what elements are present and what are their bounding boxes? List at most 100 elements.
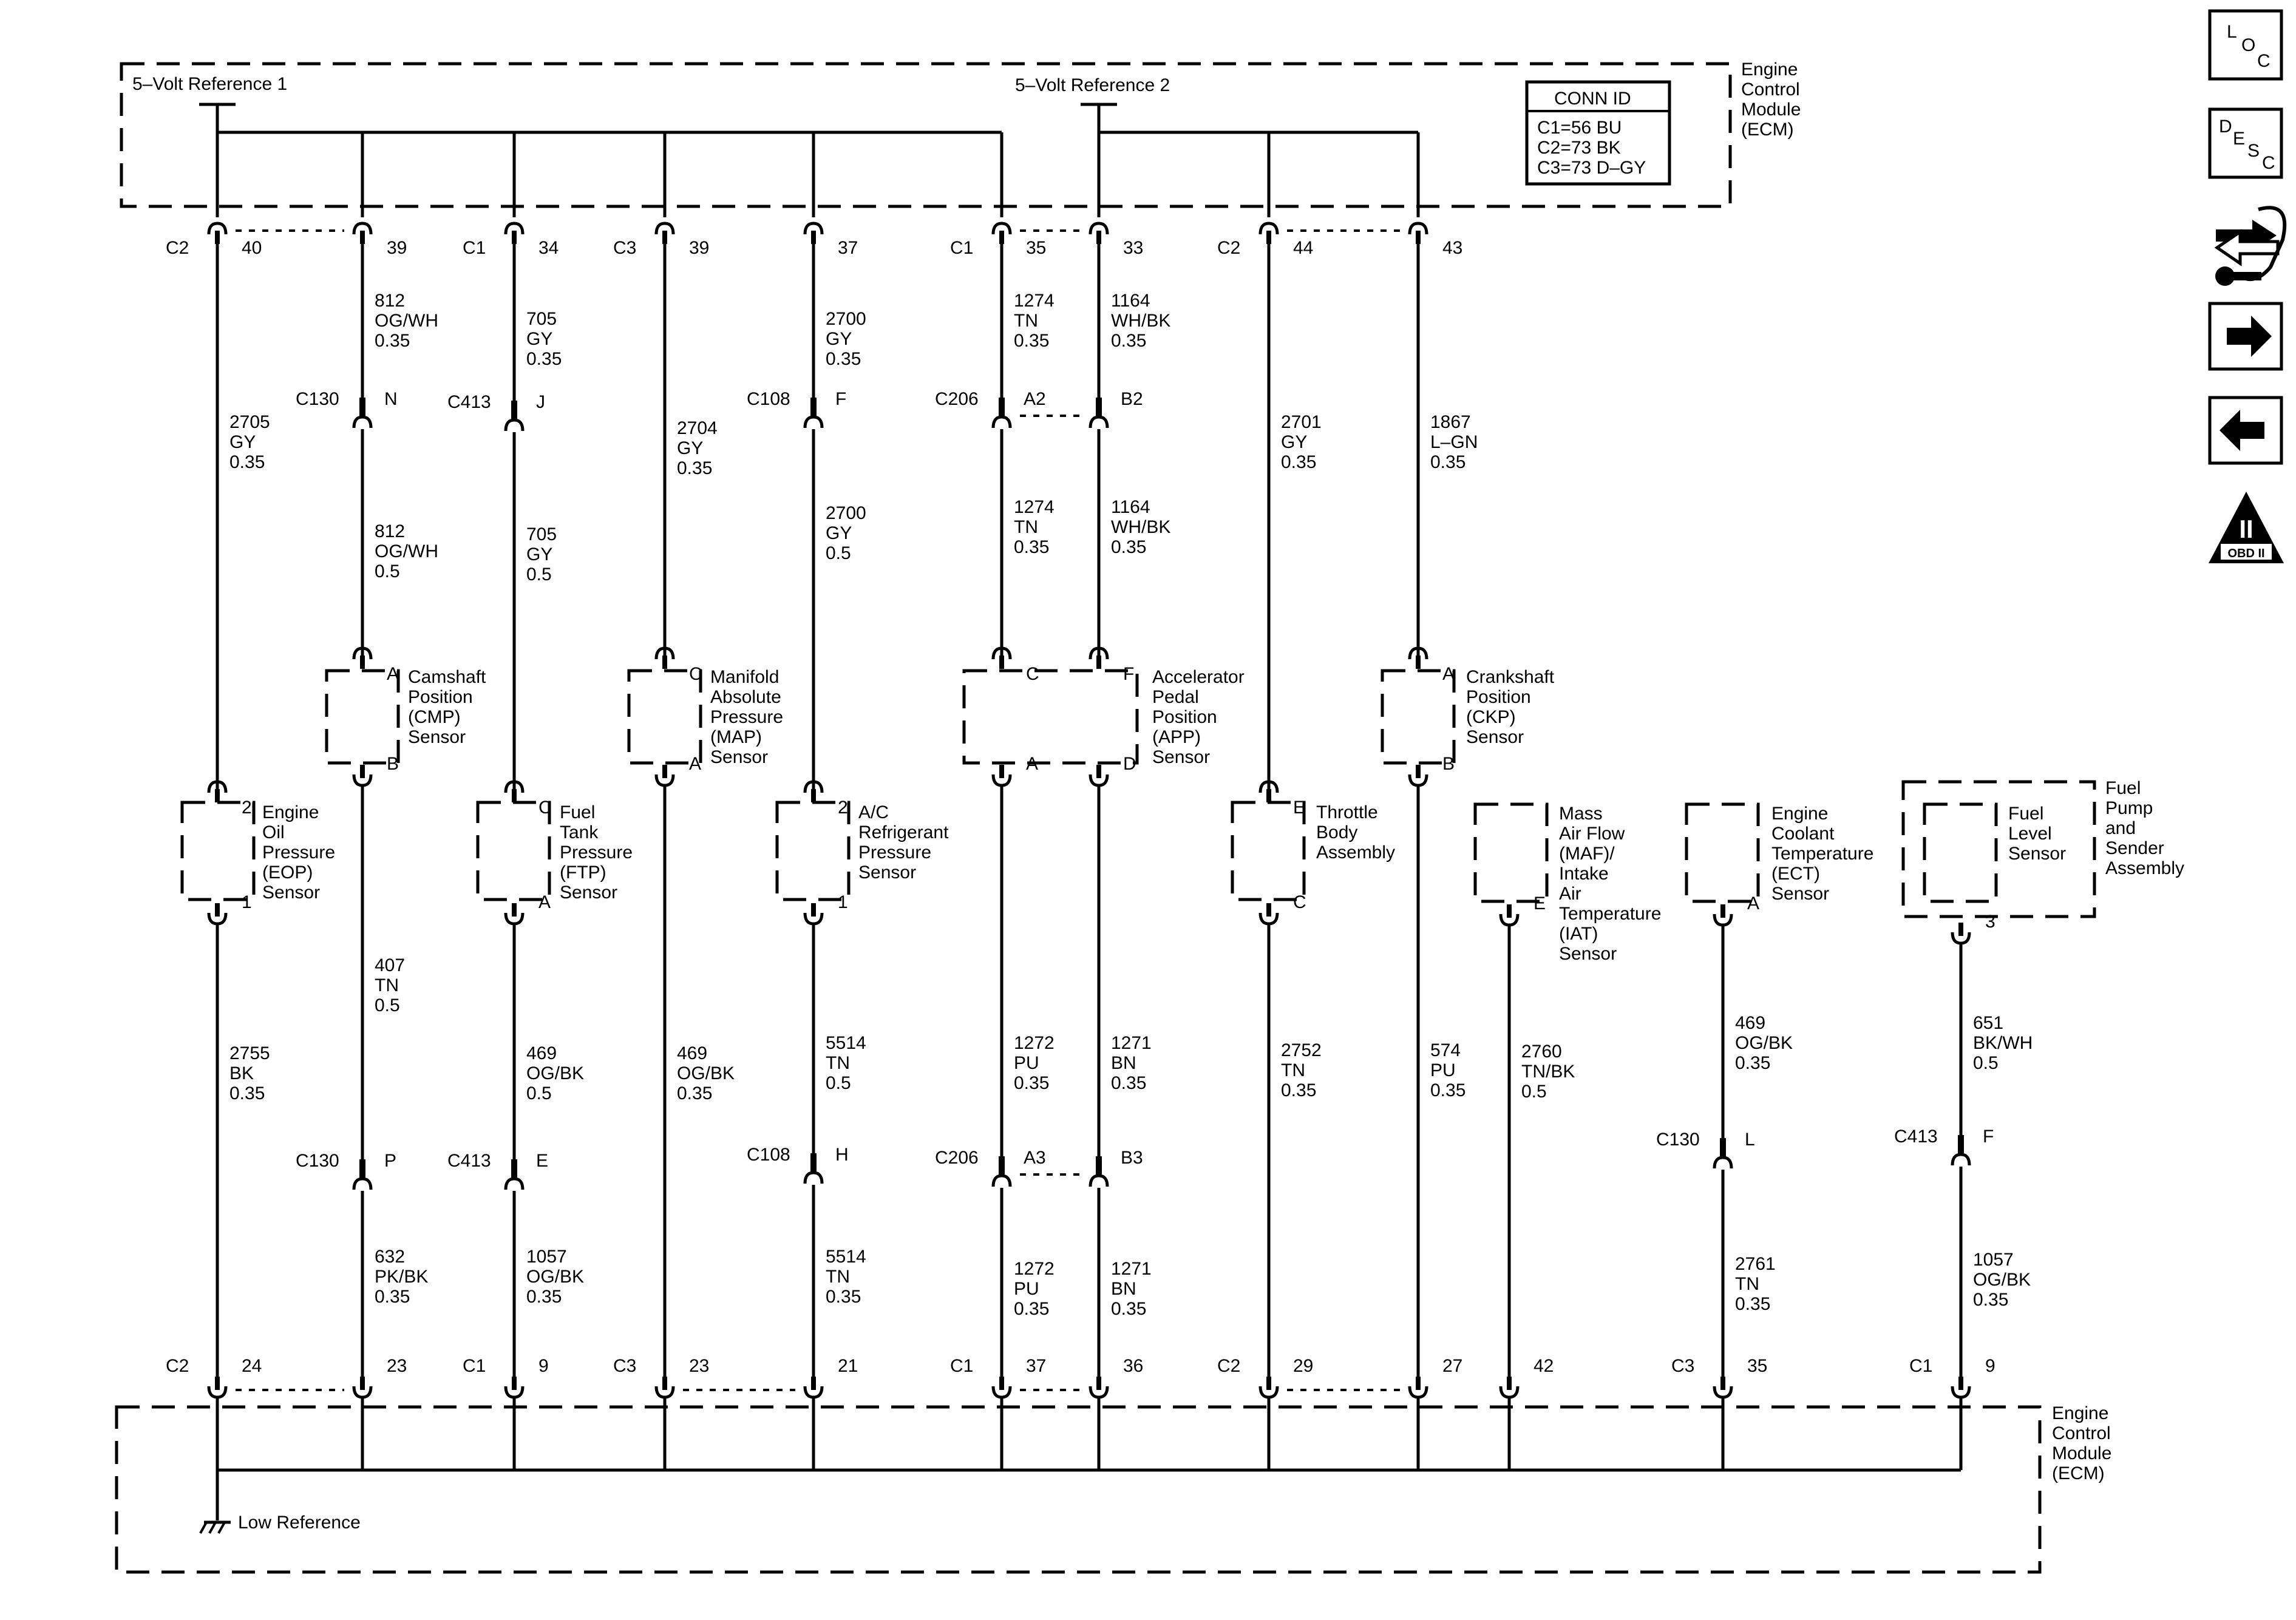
ecm-top-pin (1408, 222, 1428, 244)
component-name-line: Fuel (2105, 778, 2141, 798)
component-name-line: (IAT) (1559, 924, 1598, 944)
wire-color: BN (1111, 1053, 1136, 1073)
inline-connector (1089, 1156, 1109, 1187)
inline-connector-name: C206 (935, 389, 979, 409)
ecm-connector-label: C1 (463, 238, 486, 258)
component-pin-label: A (1747, 893, 1759, 913)
component-terminal (991, 765, 1012, 787)
wire-color: OG/BK (526, 1267, 584, 1287)
component-name-line: Sensor (710, 747, 768, 767)
component-terminal (1258, 903, 1279, 926)
wire-gauge: 0.35 (229, 452, 265, 472)
ecm-bottom-name-line: Control (2052, 1423, 2111, 1443)
ecm-connector-label: C2 (1217, 1356, 1240, 1376)
ecm-top-pin (991, 222, 1012, 244)
ect-sensor-box (1685, 802, 1760, 903)
inline-connector (991, 1156, 1012, 1187)
component-pin-label: D (1123, 754, 1136, 774)
ecm-bottom-pin (1951, 1377, 1971, 1399)
ecm-pin-number: 37 (838, 238, 858, 258)
wire-gauge: 0.35 (1281, 452, 1316, 472)
component-name-line: Throttle (1316, 802, 1378, 822)
component-terminal (1258, 780, 1279, 802)
ecm-pin-number: 33 (1123, 238, 1143, 258)
wire-gauge: 0.35 (1111, 331, 1146, 351)
ecm-top-pin (352, 222, 373, 244)
inline-connector-name: C413 (1894, 1127, 1938, 1147)
nav-desc-button[interactable]: D E S C (2208, 107, 2283, 179)
ecm-bottom-pin (504, 1377, 525, 1399)
component-name-line: Engine (1771, 804, 1828, 824)
component-name-line: Pressure (858, 842, 931, 863)
wire-gauge: 0.5 (526, 564, 552, 585)
wire-color: OG/WH (375, 311, 438, 331)
ecm-pin-number: 37 (1026, 1356, 1046, 1376)
component-name-line: Intake (1559, 864, 1609, 884)
component-name-line: Temperature (1559, 904, 1661, 924)
component-name-line: Fuel (2008, 804, 2043, 824)
component-name-line: Fuel (560, 802, 595, 822)
wire-circuit-number: 2704 (677, 418, 718, 438)
component-pin-label: 2 (838, 798, 848, 818)
nav-desc-letter: S (2247, 141, 2260, 161)
component-name-line: Position (1152, 707, 1217, 727)
conn-id-box: CONN ID C1=56 BU C2=73 BK C3=73 D–GY (1525, 80, 1671, 186)
ecm-connector-label: C1 (463, 1356, 486, 1376)
component-terminal (654, 646, 675, 669)
nav-loc-button[interactable]: L O C (2208, 9, 2283, 81)
next-page-button[interactable] (2208, 302, 2283, 371)
component-name-line: Sensor (1559, 944, 1617, 964)
ecm-top-name-line: Control (1741, 80, 1800, 100)
wire-circuit-number: 2701 (1281, 412, 1322, 432)
wire-gauge: 0.35 (1014, 1299, 1049, 1319)
wire-gauge: 0.5 (1973, 1053, 1999, 1073)
ecm-connector-label: C3 (613, 1356, 636, 1376)
ecm-pin-number: 23 (689, 1356, 709, 1376)
ground-icon (199, 1520, 231, 1534)
wire-color: GY (826, 523, 852, 543)
wire-circuit-number: 2752 (1281, 1040, 1322, 1060)
tools-icon[interactable] (2214, 206, 2287, 286)
inline-connector-pin: N (384, 389, 398, 409)
wire-color: OG/WH (375, 541, 438, 561)
ecm-pin-number: 35 (1026, 238, 1046, 258)
wire-color: OG/BK (1973, 1270, 2031, 1290)
component-pin-label: 2 (242, 798, 252, 818)
component-pin-label: C (538, 798, 552, 818)
inline-connector-name: C108 (747, 389, 790, 409)
obd-ii-icon[interactable]: OBD II II (2209, 492, 2284, 563)
fuel-level-sensor-box (1923, 802, 1998, 903)
component-terminal (504, 780, 525, 802)
ecm-pin-number: 9 (1985, 1356, 1995, 1376)
component-name-line: (CKP) (1466, 707, 1516, 727)
component-name-line: Sensor (262, 883, 320, 903)
wire-gauge: 0.35 (229, 1083, 265, 1103)
ecm-top-name-line: Engine (1741, 59, 1798, 80)
component-name-line: (APP) (1152, 727, 1201, 747)
inline-connector (803, 398, 824, 429)
wire-circuit-number: 469 (526, 1043, 557, 1063)
ecm-pin-number: 39 (689, 238, 709, 258)
wire-gauge: 0.35 (1430, 1080, 1466, 1100)
previous-page-button[interactable] (2208, 396, 2283, 465)
component-terminal (1408, 646, 1428, 669)
inline-connector (1951, 1135, 1971, 1166)
ecm-connector-label: C2 (1217, 238, 1240, 258)
wire-gauge: 0.35 (1430, 452, 1466, 472)
component-name-line: and (2105, 818, 2136, 838)
component-name-line: Assembly (1316, 842, 1395, 863)
wire-circuit-number: 5514 (826, 1033, 866, 1053)
component-name-line: Sender (2105, 838, 2164, 858)
inline-connector-pin: F (1983, 1127, 1994, 1147)
ecm-top-pin (803, 222, 824, 244)
ecm-connector-label: C3 (613, 238, 636, 258)
arrow-left-icon (2220, 410, 2264, 451)
wire-color: PU (1430, 1060, 1456, 1080)
inline-connector-pin: E (536, 1151, 548, 1171)
wire-circuit-number: 2700 (826, 309, 866, 329)
app-sensor-box (962, 669, 1139, 765)
wire-circuit-number: 1867 (1430, 412, 1471, 432)
component-name-line: (EOP) (262, 863, 313, 883)
